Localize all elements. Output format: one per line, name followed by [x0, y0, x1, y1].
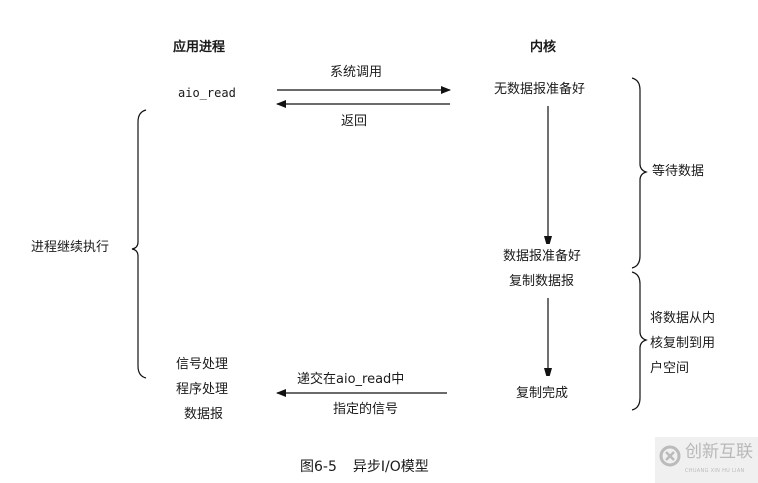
- figure-title: 异步I/O模型: [352, 459, 429, 475]
- kernel-header: 内核: [530, 40, 557, 55]
- wait-for-data-label: 等待数据: [652, 164, 705, 179]
- copy-brace: [631, 271, 648, 411]
- signal-label-bottom: 指定的信号: [333, 402, 399, 417]
- left-brace: [131, 109, 147, 379]
- no-datagram-ready: 无数据报准备好: [494, 82, 586, 97]
- watermark-name: 创新互联: [685, 442, 753, 462]
- syscall-label: 系统调用: [330, 65, 383, 80]
- return-label: 返回: [341, 114, 368, 129]
- handler-line-3: 数据报: [184, 407, 224, 422]
- copy-datagram: 复制数据报: [509, 274, 575, 289]
- handler-line-1: 信号处理: [176, 357, 229, 372]
- process-continues-label: 进程继续执行: [31, 240, 110, 255]
- copy-phase-line-3: 户空间: [650, 361, 690, 376]
- figure-caption: 图6-5 异步I/O模型: [300, 458, 429, 476]
- wait-brace: [631, 77, 648, 269]
- app-process-header: 应用进程: [173, 40, 226, 55]
- watermark-sub: CHUANG XIN HU LIAN: [685, 468, 745, 474]
- watermark-logo-icon: [659, 445, 681, 467]
- aio-read-call: aio_read: [178, 86, 236, 100]
- copy-phase-line-2: 核复制到用: [650, 336, 716, 351]
- figure-number: 图6-5: [300, 459, 337, 475]
- copy-complete: 复制完成: [516, 386, 569, 401]
- copy-phase-line-1: 将数据从内: [650, 311, 716, 326]
- watermark: 创新互联 CHUANG XIN HU LIAN: [655, 437, 758, 483]
- signal-label-top: 递交在aio_read中: [297, 372, 405, 387]
- datagram-ready: 数据报准备好: [503, 249, 582, 264]
- handler-line-2: 程序处理: [176, 382, 229, 397]
